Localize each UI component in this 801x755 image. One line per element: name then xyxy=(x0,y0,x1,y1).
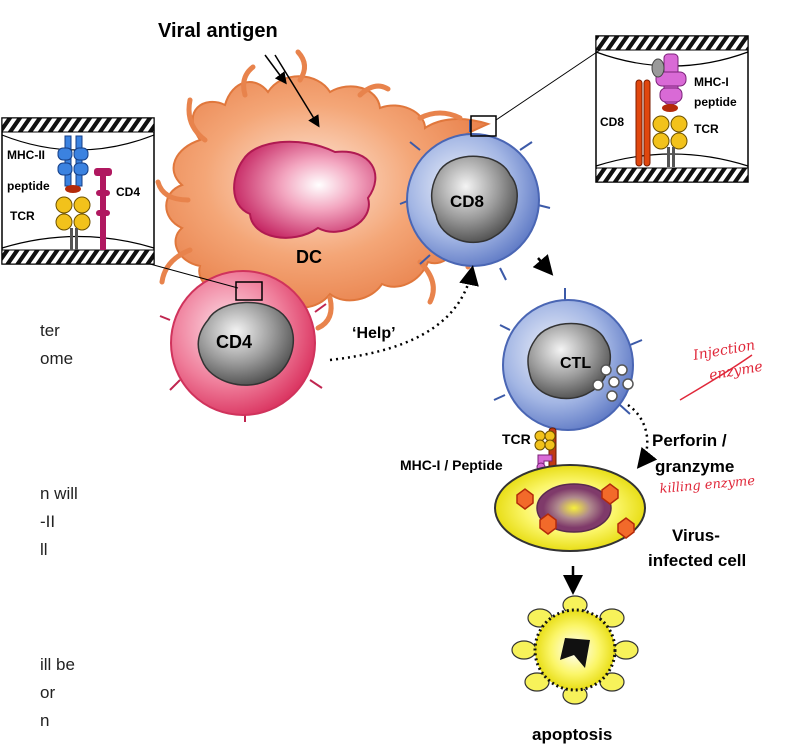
mhc1-peptide-label: MHC-I / Peptide xyxy=(400,457,503,473)
cd8-cell-label: CD8 xyxy=(450,192,484,211)
viral-particles xyxy=(516,483,635,539)
ctl-synapse-receptors xyxy=(534,427,557,475)
inset-right-mhc1: MHC-I xyxy=(694,75,729,89)
cutoff-text-6: ill be xyxy=(40,655,75,674)
cutoff-text-2: ome xyxy=(40,349,74,368)
perforin-label-1: Perforin / xyxy=(652,431,727,450)
cutoff-text-7: or xyxy=(40,683,56,702)
antigen-arrow-1 xyxy=(264,54,287,85)
cutoff-text-8: n xyxy=(40,711,50,730)
inset-right-peptide: peptide xyxy=(694,95,737,109)
handwritten-note-stroke xyxy=(679,354,753,401)
inset-left-cd4: CD4 xyxy=(116,185,140,199)
ctl-cell: CTL xyxy=(493,288,643,431)
tcr-label: TCR xyxy=(502,431,531,447)
inset-left-tcr: TCR xyxy=(10,209,35,223)
cd4-cell-label: CD4 xyxy=(216,332,252,352)
virus-infected-label-2: infected cell xyxy=(648,551,746,570)
dendritic-cell: DC xyxy=(155,49,491,331)
cutoff-text-5: ll xyxy=(40,540,48,559)
help-arrow xyxy=(329,265,479,362)
inset-mhc2-tcr: MHC-II peptide TCR CD4 xyxy=(1,117,155,265)
apoptotic-cell xyxy=(511,595,639,705)
handwritten-injection: Injection xyxy=(691,337,756,364)
cutoff-text-4: -II xyxy=(40,512,56,531)
viral-antigen-label: Viral antigen xyxy=(158,20,278,42)
handwritten-enzyme: enzyme xyxy=(708,359,764,384)
apoptosis-label: apoptosis xyxy=(532,725,612,744)
inset-left-mhc2: MHC-II xyxy=(7,148,45,162)
ctl-label: CTL xyxy=(560,355,591,372)
granule-vesicles xyxy=(592,364,634,402)
virus-infected-cell xyxy=(494,464,646,552)
inset-mhc1-tcr: MHC-I peptide CD8 TCR xyxy=(595,35,749,183)
dc-label: DC xyxy=(296,247,322,267)
antigen-arrow-2 xyxy=(274,54,320,128)
cutoff-text-3: n will xyxy=(40,484,78,503)
cutoff-text-1: ter xyxy=(40,321,60,340)
cd4-t-cell: CD4 xyxy=(159,270,327,422)
synapse-box-cd4 xyxy=(235,281,263,301)
virus-infected-label-1: Virus- xyxy=(672,526,720,545)
perforin-label-2: granzyme xyxy=(655,457,734,476)
inset-right-cd8: CD8 xyxy=(600,115,624,129)
handwritten-killing-enzyme: killing enzyme xyxy=(659,474,756,497)
synapse-box-cd8 xyxy=(470,115,497,137)
cd8-to-ctl-arrow xyxy=(532,254,554,276)
help-label: ‘Help’ xyxy=(352,325,396,342)
inset-right-tcr: TCR xyxy=(694,122,719,136)
cd8-t-cell: CD8 xyxy=(399,120,551,281)
perforin-arrow xyxy=(627,403,658,469)
inset-left-peptide: peptide xyxy=(7,179,50,193)
